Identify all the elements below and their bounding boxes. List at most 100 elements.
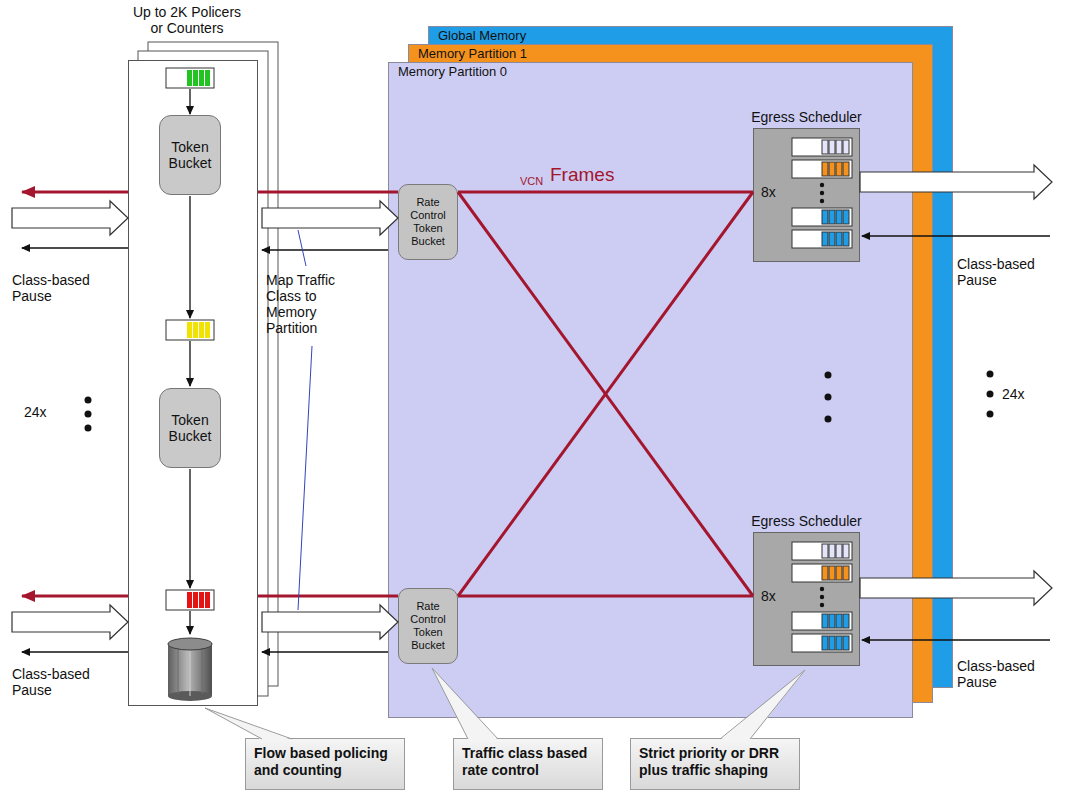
egress-queues [822, 140, 828, 154]
pause-arrow [862, 235, 1050, 236]
queue-icon [193, 592, 198, 608]
queue-icon [205, 322, 210, 338]
node-text: Up to 2K Policers or Counters [125, 4, 249, 36]
flow-arrow [189, 196, 190, 318]
egress-queues [829, 614, 835, 628]
queue-icon [205, 70, 210, 86]
trash-can [178, 648, 179, 694]
queue-icon [193, 70, 198, 86]
text-wrap: Rate Control Token Bucket [401, 600, 455, 652]
ellipsis-dots [85, 425, 92, 432]
egress-queues [843, 140, 849, 154]
pause-arrow [22, 651, 128, 652]
text-wrap: Rate Control Token Bucket [401, 196, 455, 248]
ellipsis-dots [987, 371, 994, 378]
egress-queues [792, 542, 852, 560]
callout-box: Strict priority or DRR plus traffic shap… [630, 738, 800, 790]
traffic-arrow [860, 165, 1052, 199]
callout-tail [720, 670, 805, 739]
node-text: Rate Control Token Bucket [401, 600, 455, 652]
egress-queues [843, 636, 849, 650]
text-wrap: Token Bucket [164, 412, 216, 444]
pause-arrow [862, 639, 1050, 640]
egress-queues [843, 614, 849, 628]
label-text: VCN [520, 175, 543, 188]
ellipsis-dots [825, 372, 832, 379]
ellipsis-dots [85, 397, 92, 404]
queue-icon [187, 70, 192, 86]
egress-queues [820, 587, 824, 591]
node-text: Memory Partition 1 [418, 46, 527, 61]
leader-line [298, 230, 306, 266]
egress-queues [820, 191, 824, 195]
ellipsis-dots [825, 394, 832, 401]
trash-can [190, 650, 191, 696]
crossbar-line [458, 595, 753, 598]
traffic-arrow [12, 201, 128, 235]
rate-control-box: Rate Control Token Bucket [398, 184, 458, 260]
node-text: Strict priority or DRR plus traffic shap… [639, 745, 791, 779]
egress-queues [822, 566, 828, 580]
egress-queues [829, 232, 835, 246]
text-wrap: Token Bucket [164, 139, 216, 171]
label-text: 24x [24, 404, 47, 420]
ellipsis-dots [85, 411, 92, 418]
egress-queues [829, 210, 835, 224]
egress-queues [843, 544, 849, 558]
ellipsis-dots [85, 371, 994, 432]
egress-queues [843, 232, 849, 246]
egress-queues [836, 162, 842, 176]
ellipsis-dots [825, 416, 832, 423]
callout-tail [432, 668, 468, 739]
egress-queues [836, 566, 842, 580]
egress-queues [822, 162, 828, 176]
ellipsis-dots [987, 391, 994, 398]
egress-queues [792, 138, 852, 156]
queue-icon [166, 590, 214, 610]
vcn-frame-line [258, 191, 398, 194]
crossbar-line [458, 191, 753, 194]
queue-icon [199, 322, 204, 338]
rate-control-box: Rate Control Token Bucket [398, 588, 458, 664]
egress-queues [836, 636, 842, 650]
flow-arrow [189, 89, 190, 114]
vcn-frame-line [22, 595, 128, 598]
vcn-frame-line [22, 191, 128, 194]
egress-queues [792, 208, 852, 226]
node-text: Global Memory [438, 28, 526, 43]
flow-arrow [189, 341, 190, 386]
callout-tail [205, 708, 262, 739]
egress-queues [792, 612, 852, 630]
pause-arrow [262, 249, 388, 250]
callout-tail [750, 670, 805, 739]
queue-icon [187, 322, 192, 338]
egress-queues [829, 162, 835, 176]
egress-queues [836, 210, 842, 224]
queue-icon [166, 320, 214, 340]
egress-queues [822, 544, 828, 558]
pause-arrow [262, 651, 388, 652]
trash-can [168, 638, 212, 650]
pause-arrow [22, 247, 128, 248]
label-text: Map Traffic Class to Memory Partition [266, 272, 352, 336]
egress-queues [843, 566, 849, 580]
callout-tail [205, 708, 292, 740]
flow-arrow [189, 89, 190, 634]
egress-queues [792, 634, 852, 652]
ellipsis-dots [987, 411, 994, 418]
egress-queues [843, 162, 849, 176]
queue-icon [205, 592, 210, 608]
egress-queues [820, 199, 824, 203]
node-text: Egress Scheduler [751, 513, 862, 529]
callout-tail [432, 668, 498, 740]
traffic-arrow [12, 605, 128, 639]
egress-queues [829, 140, 835, 154]
egress-queues [820, 183, 824, 187]
callout-tail [205, 668, 805, 740]
callout-box: Flow based policing and counting [245, 738, 405, 790]
egress-queues [822, 232, 828, 246]
node-text: Token Bucket [164, 139, 216, 171]
traffic-arrow [12, 165, 1052, 639]
